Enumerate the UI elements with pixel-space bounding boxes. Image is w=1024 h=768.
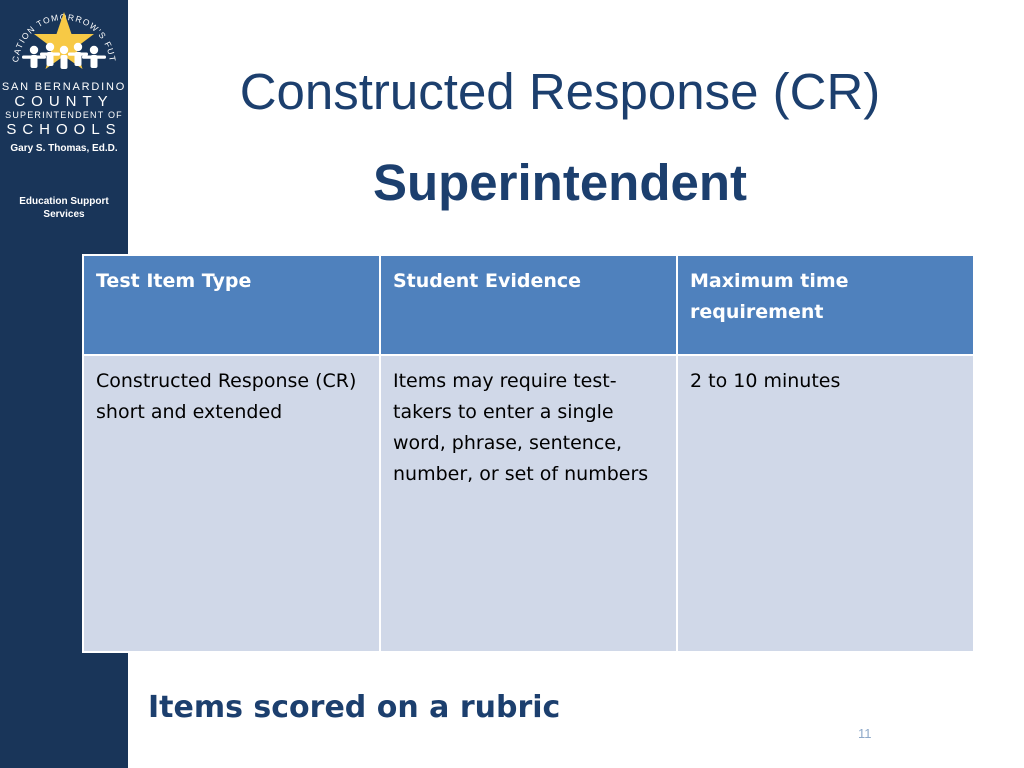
department-line: Education Support Services: [19, 196, 109, 220]
cell-item-type-line: Constructed Response (CR): [96, 370, 357, 392]
logo-line-san-bernardino: SAN BERNARDINO: [1, 81, 127, 93]
star-icon: [34, 12, 94, 69]
superintendent-name: Gary S. Thomas, Ed.D.: [10, 143, 118, 154]
header-test-item-type: Test Item Type: [82, 254, 381, 356]
slide-title: Constructed Response (CR): [239, 63, 881, 120]
logo-line-schools: SCHOOLS: [6, 121, 122, 138]
cell-student-evidence: Items may require test-takers to enter a…: [379, 354, 678, 653]
logo-line-county: COUNTY: [14, 93, 114, 110]
header-student-evidence: Student Evidence: [379, 254, 678, 356]
children-figures-icon: [22, 42, 106, 69]
item-type-table: Test Item Type Student Evidence Maximum …: [82, 254, 975, 653]
logo-emblem: EDUCATION TOMORROW'S FUTURE: [0, 0, 117, 69]
county-schools-logo: EDUCATION TOMORROW'S FUTURE: [0, 0, 128, 140]
page-number: 11: [858, 726, 872, 741]
cell-test-item-type: Constructed Response (CR) short and exte…: [82, 354, 381, 653]
header-maximum-time: Maximum time requirement: [676, 254, 975, 356]
department-name: Education Support Services: [0, 195, 128, 221]
cell-item-type-line: short and extended: [96, 401, 283, 423]
cell-maximum-time: 2 to 10 minutes: [676, 354, 975, 653]
superintendent-title: Superintendent: [372, 154, 747, 211]
logo-line-superintendent-of: SUPERINTENDENT OF: [5, 110, 123, 120]
table-header-row: Test Item Type Student Evidence Maximum …: [82, 254, 975, 356]
footer-note: Items scored on a rubric: [148, 690, 561, 725]
table-row: Constructed Response (CR) short and exte…: [82, 354, 975, 653]
